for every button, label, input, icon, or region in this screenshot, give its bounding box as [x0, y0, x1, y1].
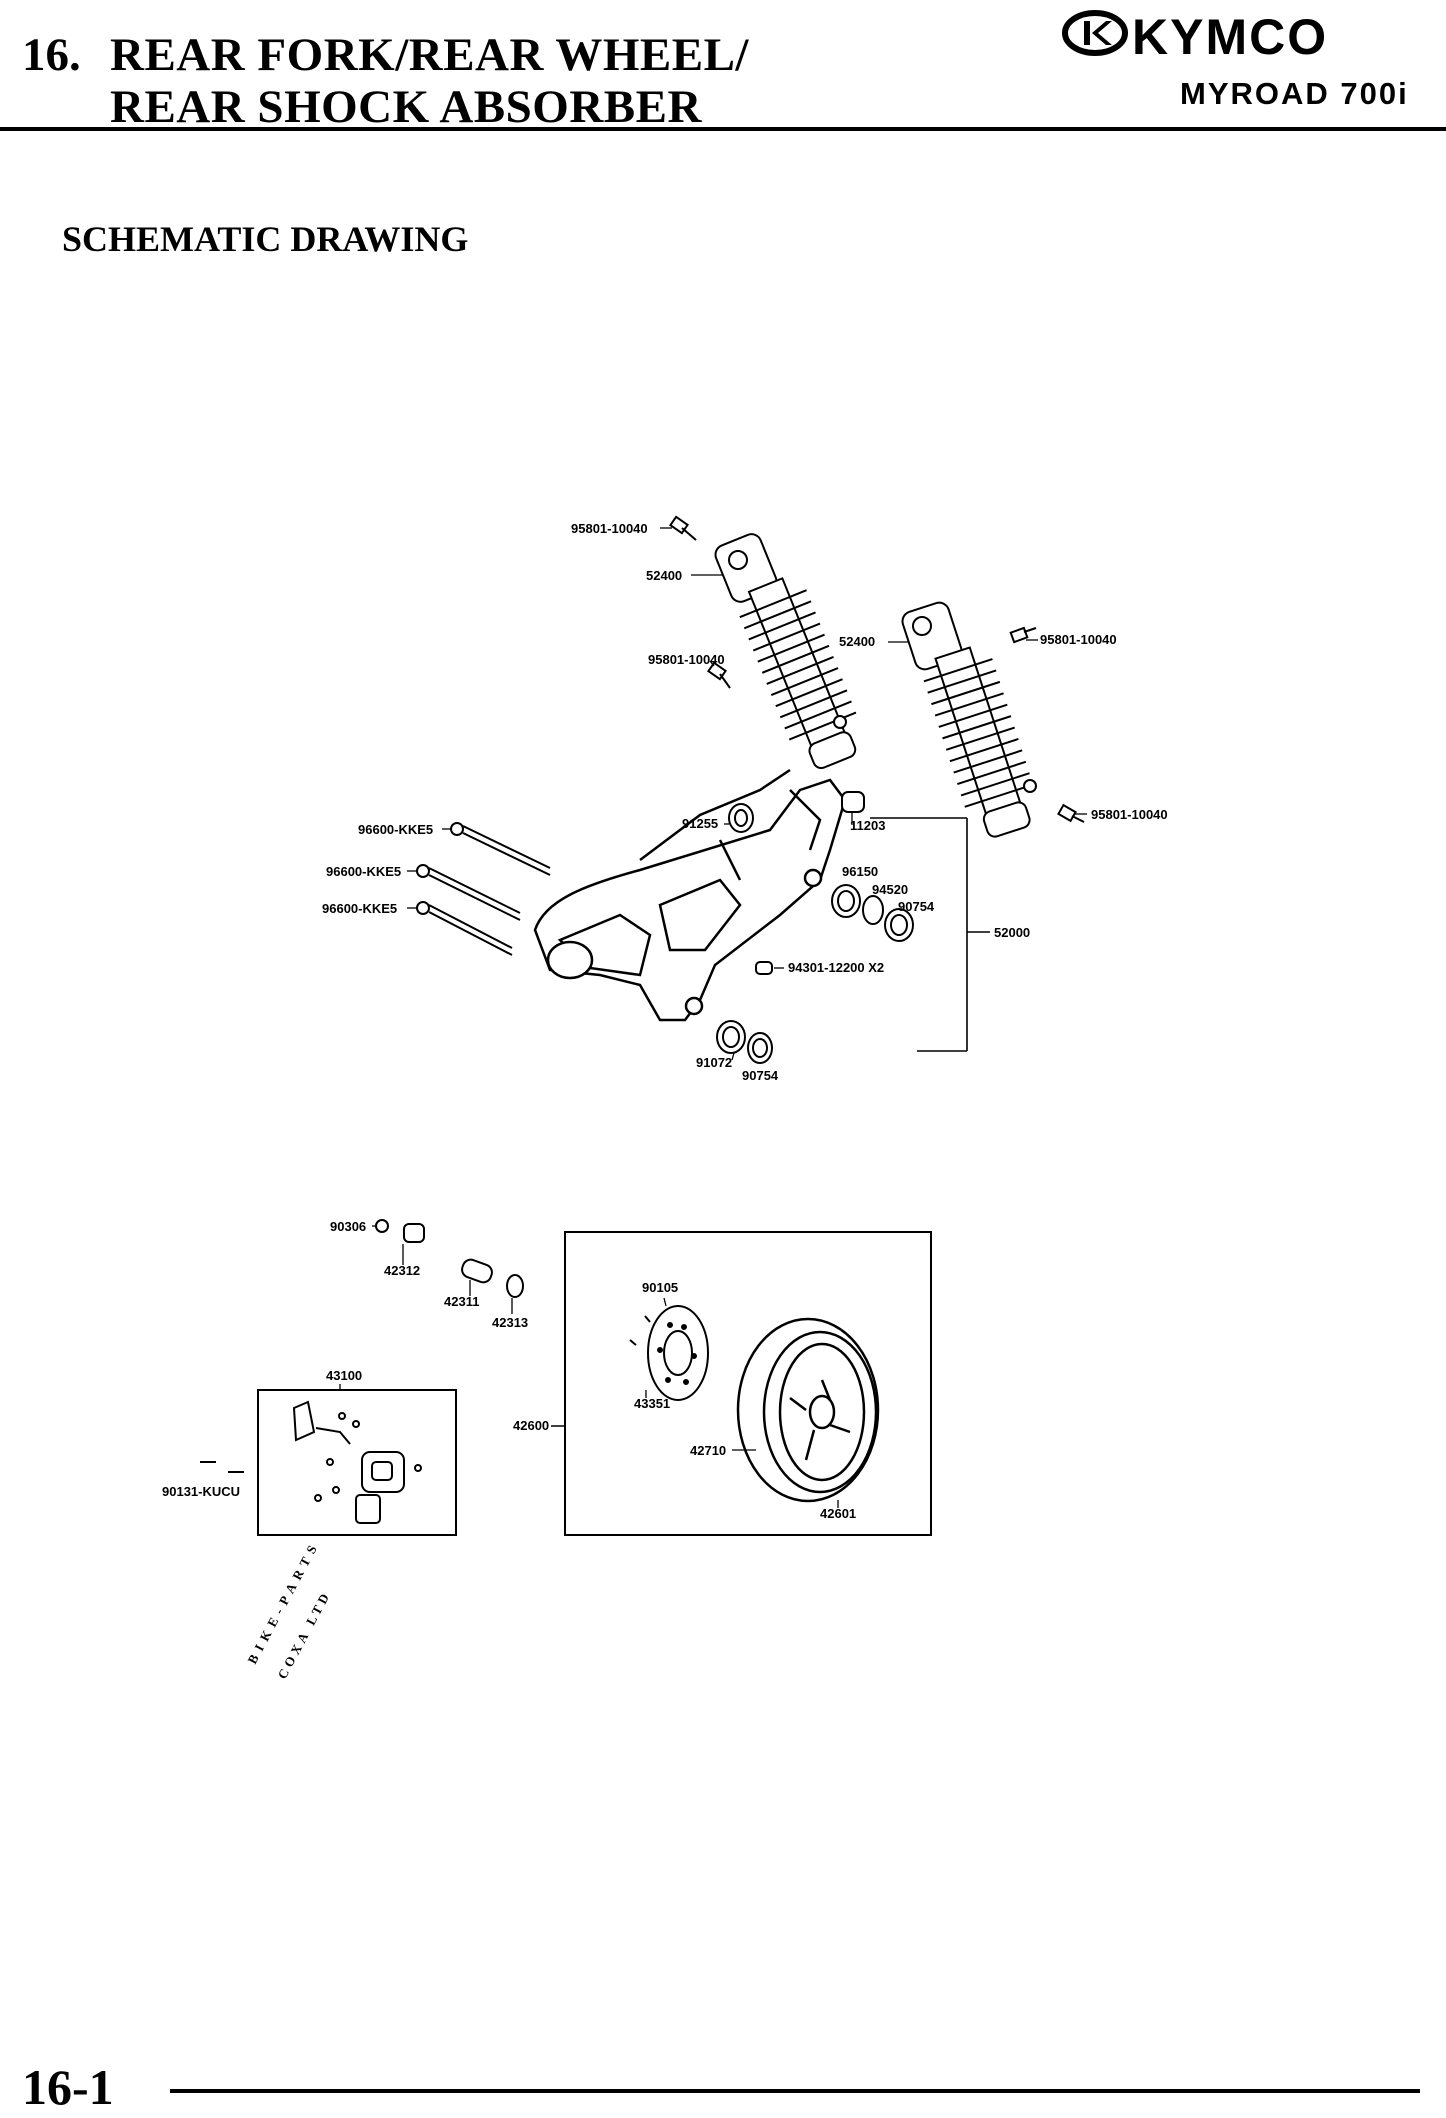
- leader-lines: [339, 527, 1087, 1508]
- section-number: 16.: [22, 29, 81, 81]
- shock-absorber-right: [901, 601, 1037, 838]
- part-label: 42601: [820, 1506, 856, 1521]
- shock-bolts: [669, 515, 1085, 823]
- part-labels: 95801-10040 52400 52400 95801-10040 9580…: [162, 521, 1168, 1521]
- rear-wheel: [736, 1317, 880, 1503]
- watermark-main: BIKE-PARTS: [244, 1537, 322, 1666]
- part-label: 94301-12200 X2: [788, 960, 884, 975]
- part-label: 42311: [444, 1294, 479, 1309]
- part-label: 95801-10040: [1091, 807, 1168, 822]
- brake-caliper: [200, 1400, 422, 1524]
- brake-disc: [629, 1305, 709, 1401]
- part-label: 95801-10040: [571, 521, 648, 536]
- part-label: 42600: [513, 1418, 549, 1433]
- section-title-line2: REAR SHOCK ABSORBER: [110, 81, 702, 133]
- part-label: 91255: [682, 816, 718, 831]
- part-label: 96150: [842, 864, 878, 879]
- wheel-group-box: [564, 1231, 932, 1536]
- part-label: 95801-10040: [648, 652, 725, 667]
- part-label: 52000: [994, 925, 1030, 940]
- part-label: 95801-10040: [1040, 632, 1117, 647]
- bearings: [716, 791, 914, 1064]
- part-label: 90754: [898, 899, 935, 914]
- shock-absorber-left: [714, 533, 857, 770]
- part-label: 43351: [634, 1396, 670, 1411]
- part-label: 90306: [330, 1219, 366, 1234]
- model-name: MYROAD 700i: [1180, 76, 1409, 111]
- part-label: 91072: [696, 1055, 732, 1070]
- part-label: 52400: [646, 568, 682, 583]
- section-heading: SCHEMATIC DRAWING: [62, 219, 469, 259]
- page-number: 16-1: [22, 2059, 114, 2115]
- part-label: 96600-KKE5: [326, 864, 401, 879]
- part-label: 90105: [642, 1280, 678, 1295]
- header-rule: [0, 127, 1446, 131]
- part-label: 90754: [742, 1068, 779, 1083]
- swingarm: [533, 768, 847, 1022]
- axle-parts: [375, 1219, 524, 1298]
- section-title-line1: REAR FORK/REAR WHEEL/: [110, 29, 749, 81]
- part-label: 42710: [690, 1443, 726, 1458]
- caliper-group-box: [257, 1389, 457, 1536]
- part-label: 42313: [492, 1315, 528, 1330]
- brand-name: KYMCO: [1132, 9, 1329, 65]
- watermark: BIKE-PARTS COXA LTD: [244, 1537, 333, 1681]
- group-bracket-52000: [870, 817, 990, 1052]
- long-bolts: [416, 822, 551, 956]
- part-label: 42312: [384, 1263, 420, 1278]
- part-label: 96600-KKE5: [358, 822, 433, 837]
- part-label: 11203: [850, 818, 885, 833]
- footer-rule: [170, 2089, 1420, 2093]
- part-label: 52400: [839, 634, 875, 649]
- kymco-logo-icon: [1062, 10, 1128, 56]
- part-label: 94520: [872, 882, 908, 897]
- part-label: 90131-KUCU: [162, 1484, 240, 1499]
- part-label: 43100: [326, 1368, 362, 1383]
- part-label: 96600-KKE5: [322, 901, 397, 916]
